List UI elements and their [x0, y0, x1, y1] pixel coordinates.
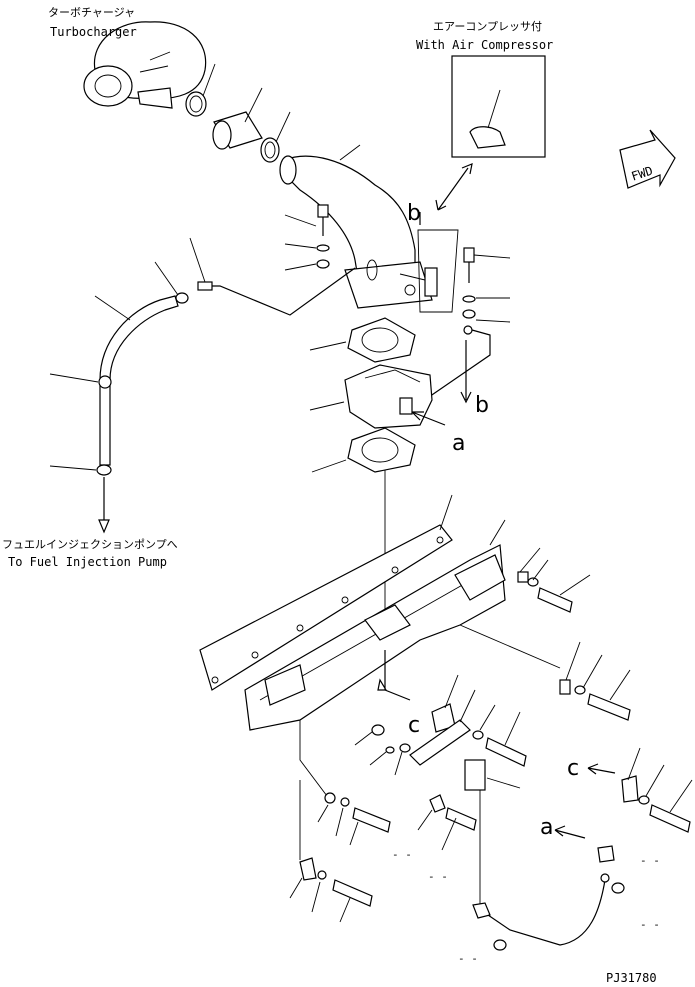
hose	[212, 87, 263, 150]
gasket-lower	[311, 427, 416, 473]
spacer-and-bracket	[354, 674, 527, 776]
bolt-set-manifold-right	[517, 547, 591, 613]
dash-label-4: - -	[640, 918, 660, 931]
ref-b-upper: b	[407, 201, 421, 226]
turbocharger-label-jp: ターボチャージャ	[48, 6, 135, 19]
dash-label-1: - -	[392, 848, 412, 861]
air-compressor-label-en: With Air Compressor	[416, 38, 553, 52]
ref-c-manifold: c	[408, 713, 420, 738]
ref-b-arrow	[460, 340, 472, 404]
intake-manifold	[244, 519, 561, 801]
ref-b-lower: b	[475, 393, 489, 418]
fuel-pump-label-en: To Fuel Injection Pump	[8, 555, 167, 569]
bolt-set-lower-left-1	[317, 792, 391, 846]
air-compressor-inset	[451, 55, 546, 158]
fwd-arrow-icon	[619, 129, 676, 189]
sensor-switch	[464, 759, 625, 951]
fwd-label: FWD	[630, 164, 655, 184]
hose-clamp-lower	[260, 111, 291, 163]
turbocharger-label-en: Turbocharger	[50, 25, 137, 39]
bolt-elbow-left	[284, 204, 330, 271]
bolt-set-lower-center	[417, 794, 477, 851]
dash-label-3: - -	[640, 854, 660, 867]
ref-a-heater: a	[452, 431, 465, 456]
bolt-set-right-c	[587, 747, 693, 833]
ref-c-right: c	[567, 756, 579, 781]
annotation-labels: ターボチャージャ Turbocharger エアーコンプレッサ付 With Ai…	[2, 6, 660, 985]
intake-heater	[309, 364, 446, 429]
fuel-hose	[49, 237, 356, 534]
air-compressor-label-jp: エアーコンプレッサ付	[433, 20, 542, 33]
hose-clamp-upper	[185, 63, 216, 117]
intake-elbow-pipe	[279, 144, 433, 309]
dash-label-5: - -	[458, 952, 478, 965]
bolt-set-manifold-mid	[559, 641, 631, 721]
gasket-upper	[309, 317, 416, 363]
ref-a-sensor: a	[540, 815, 553, 840]
turbocharger	[83, 21, 207, 109]
figure-id: PJ31780	[606, 971, 657, 985]
bracket-b	[399, 212, 511, 411]
dash-label-2: - -	[428, 870, 448, 883]
inset-link-arrow	[435, 163, 473, 211]
bolt-set-lower-left-2	[289, 780, 373, 923]
manifold-gasket	[199, 494, 453, 691]
fuel-pump-label-jp: フュエルインジェクションポンプへ	[2, 538, 178, 551]
